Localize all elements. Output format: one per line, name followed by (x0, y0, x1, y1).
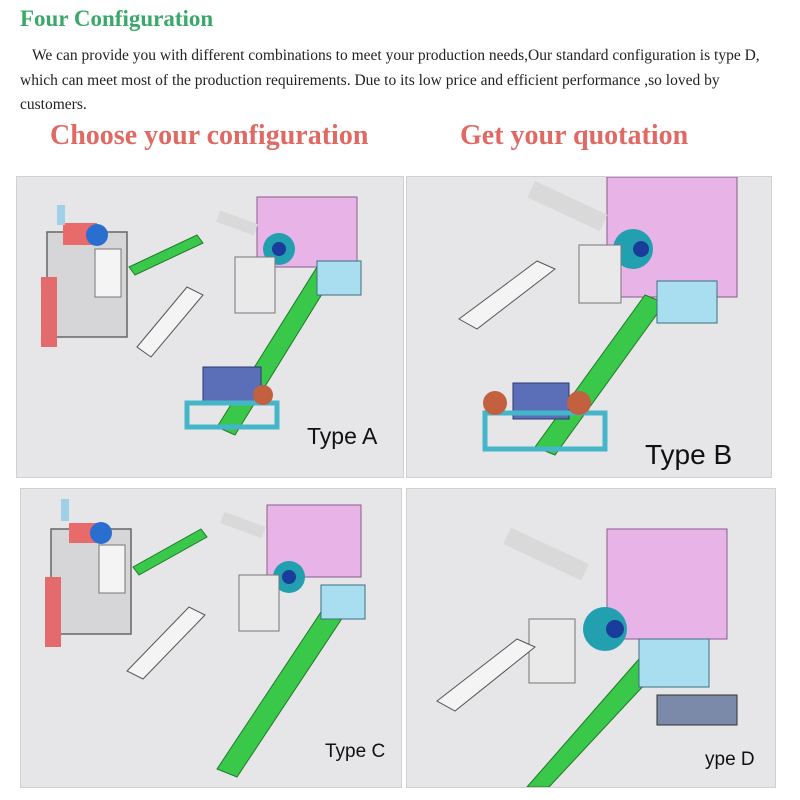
type-b-label: Type B (645, 439, 733, 470)
machine-illustration (21, 489, 401, 787)
machine-illustration (407, 177, 771, 477)
config-image-type-b: Type B (406, 176, 772, 478)
section-title: Four Configuration (20, 6, 214, 31)
config-image-type-d: ype D (406, 488, 776, 788)
type-d-label: ype D (705, 749, 755, 770)
intro-paragraph: We can provide you with different combin… (20, 47, 760, 113)
machine-illustration (407, 489, 775, 787)
get-quotation-heading[interactable]: Get your quotation (460, 120, 689, 151)
type-c-label: Type C (325, 741, 386, 762)
choose-configuration-heading[interactable]: Choose your configuration (50, 120, 369, 151)
type-a-label: Type A (307, 423, 378, 449)
config-image-type-c: Type C (20, 488, 402, 788)
machine-illustration (17, 177, 403, 477)
config-image-type-a: Type A (16, 176, 404, 478)
